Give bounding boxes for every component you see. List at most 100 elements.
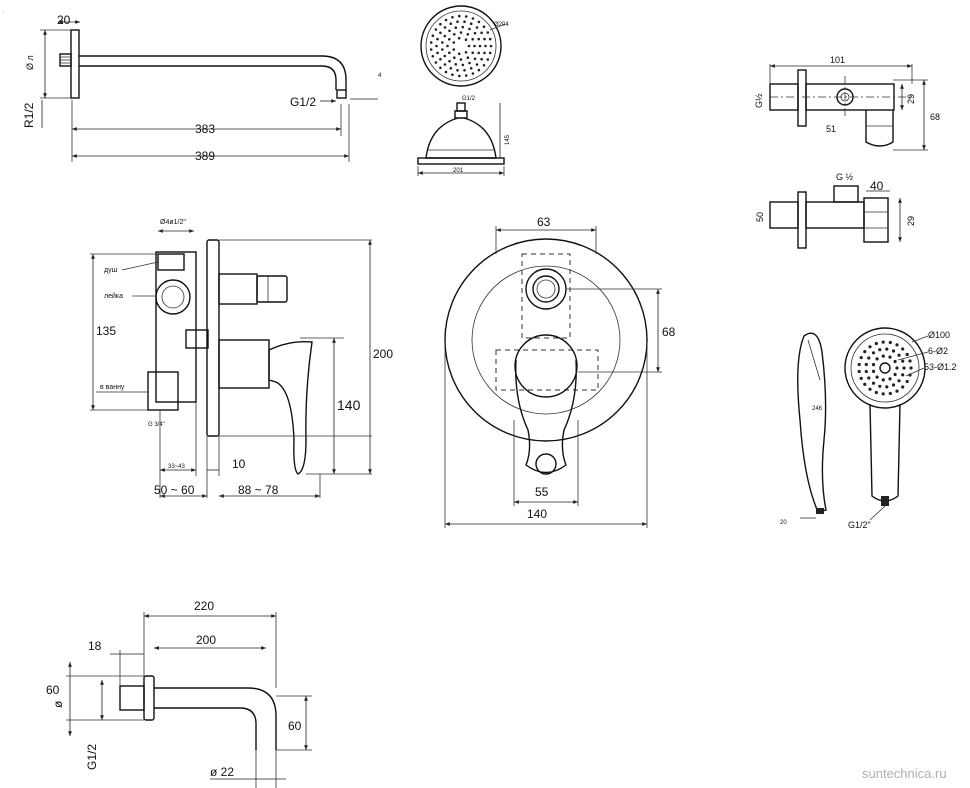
nozzle-hole <box>480 57 483 61</box>
nozzle-hole <box>867 356 871 360</box>
nozzle-hole <box>451 73 454 76</box>
nozzle-hole <box>874 341 878 346</box>
nozzle-hole <box>473 57 477 61</box>
nozzle-hole <box>864 362 868 367</box>
nozzle-hole <box>878 348 882 352</box>
nozzle-hole <box>871 351 876 355</box>
nozzle-hole <box>478 44 482 48</box>
nozzle-hole <box>451 15 454 19</box>
nozzle-hole <box>475 63 479 66</box>
elbow-thread: G ½ <box>836 172 854 182</box>
nozzle-hole <box>863 382 867 386</box>
nozzle-hole <box>871 369 876 373</box>
head-thread: G1/2 <box>462 96 476 102</box>
margin-mark: · <box>2 10 4 16</box>
holder-offset-51: 51 <box>826 124 836 134</box>
nozzle-hole <box>486 31 490 34</box>
nozzle-hole <box>456 20 459 24</box>
nozzle-hole <box>857 362 861 367</box>
holder-height-68: 68 <box>930 112 940 122</box>
watermark: suntechnica.ru <box>862 766 947 781</box>
nozzle-hole <box>875 357 879 361</box>
nozzle-hole <box>449 67 453 70</box>
nozzle-hole <box>444 18 448 22</box>
nozzle-hole <box>446 44 449 48</box>
nozzle-hole <box>464 38 468 41</box>
mixer-front-drawing: 63 68 55 140 <box>444 215 676 528</box>
nozzle-hole <box>453 56 456 59</box>
front-handle-55: 55 <box>535 485 549 499</box>
outlet-handshower-label: лейка <box>104 292 123 300</box>
nozzle-hole <box>878 384 882 388</box>
nozzle-hole <box>897 379 901 383</box>
nozzle-hole <box>477 20 481 24</box>
nozzle-hole <box>893 359 897 364</box>
nozzle-hole <box>469 67 473 70</box>
spout-outlet-22: ø 22 <box>210 765 234 779</box>
nozzle-hole <box>436 51 439 55</box>
nozzle-hole <box>871 363 876 367</box>
nozzle-hole <box>891 383 896 387</box>
nozzle-hole <box>909 366 913 370</box>
nozzle-hole <box>458 74 461 78</box>
nozzle-hole <box>901 385 905 389</box>
nozzle-hole <box>439 57 442 61</box>
holder-length: 101 <box>830 55 845 65</box>
outlet-shower-label: душ <box>104 267 118 274</box>
spout-drop-60: 60 <box>288 719 302 733</box>
nozzle-hole <box>459 31 463 34</box>
front-diameter-140: 140 <box>527 507 547 521</box>
nozzle-hole <box>434 28 438 31</box>
elbow-diameter-50: 50 <box>755 212 765 222</box>
front-width-63: 63 <box>537 215 551 229</box>
nozzle-hole <box>488 37 492 41</box>
wall-elbow-drawing: G ½ 40 50 29 <box>755 172 916 249</box>
wall-holder-drawing: 101 G½ 29 68 51 <box>754 55 940 151</box>
arm-flange-diameter: Ø л <box>25 55 35 70</box>
bath-spout-drawing: 220 200 18 60 ø G1/2 60 ø 22 <box>46 599 312 788</box>
nozzle-hole <box>893 372 897 377</box>
hand-shower-diameter: Ø100 <box>928 330 950 340</box>
nozzle-hole <box>471 37 475 41</box>
nozzle-hole <box>857 369 861 374</box>
dim-88-78: 88 ~ 78 <box>238 483 279 497</box>
nozzle-hole <box>431 34 435 37</box>
plate-height-200: 200 <box>373 347 393 361</box>
nozzle-hole <box>874 390 878 395</box>
nozzle-hole <box>489 44 493 48</box>
nozzle-hole <box>488 51 492 55</box>
nozzle-hole <box>885 385 889 389</box>
elbow-height-29: 29 <box>906 216 916 226</box>
nozzle-hole <box>905 379 909 384</box>
nozzle-hole <box>895 389 899 393</box>
nozzle-hole <box>429 48 433 51</box>
nozzle-hole <box>435 44 438 48</box>
nozzle-hole <box>464 74 468 77</box>
holder-thread: G½ <box>754 93 764 108</box>
nozzle-hole <box>483 37 486 41</box>
hand-shower-holes-a: 6-Ø2 <box>928 346 948 356</box>
dim-33-43: 33~43 <box>168 464 186 470</box>
handle-height-140: 140 <box>337 397 361 413</box>
nozzle-hole <box>471 72 475 75</box>
arm-length-389: 389 <box>195 149 215 163</box>
nozzle-hole <box>863 350 867 354</box>
dim-10: 10 <box>232 457 246 471</box>
spout-length-220: 220 <box>194 599 214 613</box>
inlet-thread-label: G 3/4" <box>148 422 165 428</box>
nozzle-hole <box>461 25 465 29</box>
outlet-bath-label: в ванну <box>100 384 125 391</box>
nozzle-hole <box>452 41 456 44</box>
holder-height-29: 29 <box>906 94 916 104</box>
nozzle-hole <box>458 14 461 18</box>
nozzle-hole <box>881 340 885 344</box>
head-width: 201 <box>453 168 464 174</box>
nozzle-hole <box>881 392 885 396</box>
nozzle-hole <box>463 20 466 24</box>
nozzle-hole <box>868 387 872 391</box>
nozzle-hole <box>431 55 435 58</box>
nozzle-hole <box>448 38 451 41</box>
overhead-shower-drawing: Ø204 G1/2 145 201 <box>417 5 511 176</box>
nozzle-hole <box>888 340 892 345</box>
nozzle-hole <box>443 26 447 29</box>
